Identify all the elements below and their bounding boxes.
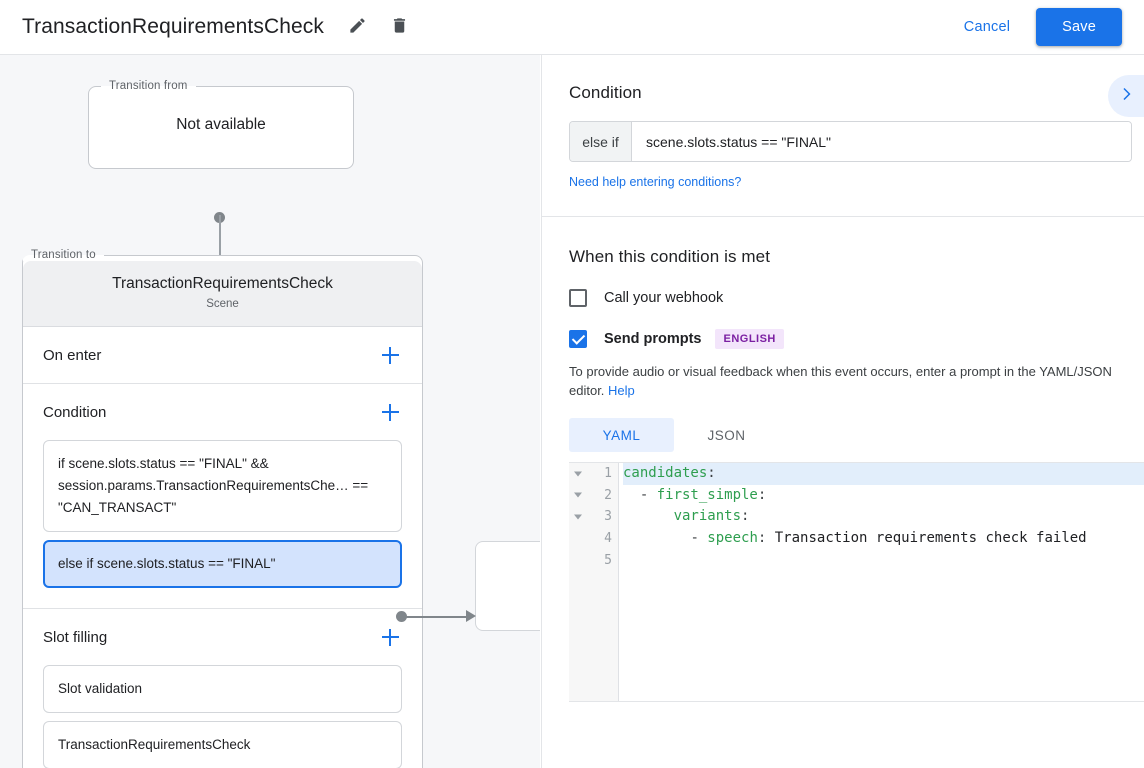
gutter-row: 1 (569, 463, 618, 485)
send-prompts-label: Send prompts (604, 331, 701, 347)
yaml-editor[interactable]: 1 2 3 4 5 candidates: - first_simple: va… (569, 462, 1144, 702)
tab-json[interactable]: JSON (674, 418, 779, 452)
code-line[interactable] (623, 549, 1144, 571)
code-line[interactable]: - first_simple: (623, 485, 1144, 507)
yaml-colon: : (741, 508, 749, 524)
yaml-colon: : (707, 465, 715, 481)
condition-expression-input[interactable]: scene.slots.status == "FINAL" (632, 122, 1131, 161)
gutter-row: 2 (569, 485, 618, 507)
yaml-dash: - (640, 487, 657, 503)
edge-arrowhead (466, 610, 476, 622)
condition-block: Condition else if scene.slots.status == … (542, 55, 1144, 191)
condition-heading: Condition (569, 83, 1117, 103)
editor-gutter: 1 2 3 4 5 (569, 463, 619, 701)
yaml-key: candidates (623, 465, 707, 481)
section-label-slot-filling: Slot filling (43, 629, 107, 646)
scene-header: TransactionRequirementsCheck Scene (23, 261, 422, 327)
condition-keyword: else if (570, 122, 632, 161)
when-condition-met-heading: When this condition is met (569, 247, 1117, 267)
line-number: 1 (604, 466, 612, 481)
target-node-partial[interactable] (475, 541, 540, 631)
condition-help-link[interactable]: Need help entering conditions? (569, 175, 741, 189)
section-label-condition: Condition (43, 404, 106, 421)
prompts-hint: To provide audio or visual feedback when… (569, 362, 1121, 400)
section-on-enter: On enter (23, 327, 422, 384)
yaml-indent (623, 530, 690, 546)
send-prompts-checkbox[interactable] (569, 330, 587, 348)
delete-button[interactable] (382, 10, 416, 44)
add-on-enter-button[interactable] (378, 343, 402, 367)
save-button[interactable]: Save (1036, 8, 1122, 46)
scene-name: TransactionRequirementsCheck (23, 275, 422, 293)
yaml-key: first_simple (657, 487, 758, 503)
page-title: TransactionRequirementsCheck (22, 15, 324, 39)
yaml-indent (623, 508, 674, 524)
cancel-button[interactable]: Cancel (950, 10, 1024, 44)
code-line[interactable]: variants: (623, 506, 1144, 528)
yaml-key: speech (707, 530, 758, 546)
tab-yaml[interactable]: YAML (569, 418, 674, 452)
slot-filling-item[interactable]: Slot validation (43, 665, 402, 713)
pencil-icon (348, 16, 367, 38)
yaml-colon: : (758, 487, 766, 503)
condition-input-row[interactable]: else if scene.slots.status == "FINAL" (569, 121, 1132, 162)
line-number: 4 (604, 531, 612, 546)
editor-format-tabs: YAML JSON (569, 418, 1117, 452)
condition-list: if scene.slots.status == "FINAL" && sess… (43, 440, 402, 608)
condition-item-selected[interactable]: else if scene.slots.status == "FINAL" (43, 540, 402, 588)
section-header: Condition (43, 384, 402, 440)
transition-from-node[interactable]: Transition from Not available (88, 80, 354, 169)
fold-triangle-icon[interactable] (574, 514, 582, 519)
expand-panel-button[interactable] (1108, 75, 1144, 117)
edit-title-button[interactable] (340, 10, 374, 44)
add-condition-button[interactable] (378, 400, 402, 424)
app-header: TransactionRequirementsCheck Cancel Save (0, 0, 1144, 55)
slot-filling-list: Slot validation TransactionRequirementsC… (43, 665, 402, 768)
when-condition-met-block: When this condition is met Call your web… (542, 217, 1144, 702)
yaml-key: variants (674, 508, 741, 524)
trash-icon (390, 16, 409, 38)
yaml-indent (623, 487, 640, 503)
editor-code-area[interactable]: candidates: - first_simple: variants: - … (619, 463, 1144, 701)
gutter-row: 5 (569, 549, 618, 571)
section-header: Slot filling (43, 609, 402, 665)
section-label-on-enter: On enter (43, 347, 101, 364)
prompts-help-link[interactable]: Help (608, 383, 635, 398)
transition-to-legend: Transition to (23, 249, 104, 261)
transition-from-legend: Transition from (101, 80, 196, 92)
section-slot-filling: Slot filling Slot validation Transaction… (23, 609, 422, 768)
add-slot-filling-button[interactable] (378, 625, 402, 649)
line-number: 3 (604, 509, 612, 524)
chevron-right-icon (1117, 85, 1135, 108)
send-prompts-row[interactable]: Send prompts ENGLISH (569, 329, 1117, 349)
yaml-dash: - (690, 530, 707, 546)
call-webhook-checkbox[interactable] (569, 289, 587, 307)
call-webhook-label: Call your webhook (604, 290, 723, 306)
gutter-row: 3 (569, 506, 618, 528)
line-number: 2 (604, 488, 612, 503)
condition-item[interactable]: if scene.slots.status == "FINAL" && sess… (43, 440, 402, 532)
section-condition: Condition if scene.slots.status == "FINA… (23, 384, 422, 609)
slot-filling-item[interactable]: TransactionRequirementsCheck (43, 721, 402, 768)
prompts-hint-text: To provide audio or visual feedback when… (569, 364, 1112, 398)
code-line[interactable]: candidates: (623, 463, 1144, 485)
fold-triangle-icon[interactable] (574, 493, 582, 498)
transition-from-body: Not available (101, 98, 341, 158)
code-line[interactable]: - speech: Transaction requirements check… (623, 528, 1144, 550)
language-badge: ENGLISH (715, 329, 783, 349)
flow-canvas[interactable]: Transition from Not available Transition… (0, 55, 540, 768)
section-header: On enter (43, 327, 402, 383)
line-number: 5 (604, 553, 612, 568)
yaml-value: Transaction requirements check failed (766, 530, 1086, 546)
transition-to-node[interactable]: Transition to TransactionRequirementsChe… (22, 249, 423, 768)
scene-type: Scene (23, 298, 422, 310)
fold-triangle-icon[interactable] (574, 471, 582, 476)
webhook-row[interactable]: Call your webhook (569, 289, 1117, 307)
details-panel: Condition else if scene.slots.status == … (541, 55, 1144, 768)
gutter-row: 4 (569, 528, 618, 550)
edge-line (404, 616, 468, 618)
